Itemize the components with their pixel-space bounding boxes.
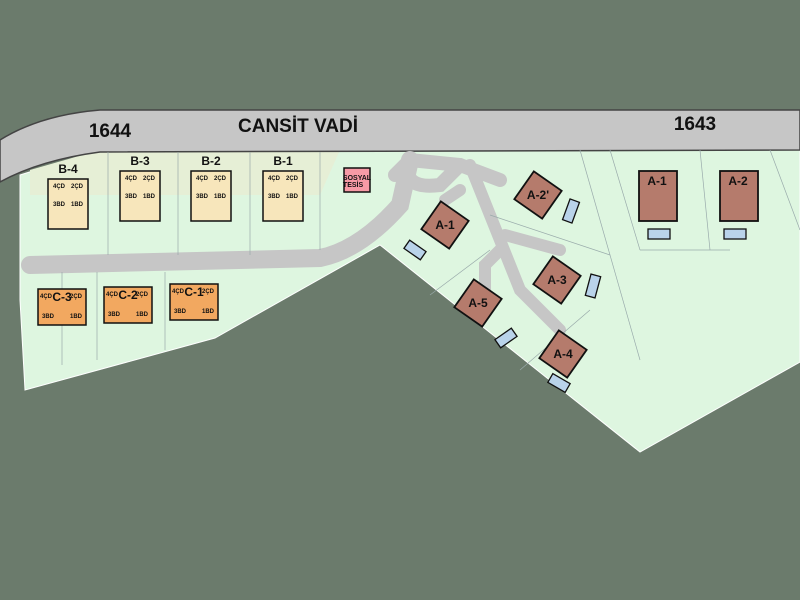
road-name-label: CANSİT VADİ	[238, 116, 358, 137]
unit-label: 3BD	[107, 312, 121, 318]
social-facility	[343, 167, 371, 193]
unit-label: 4ÇD	[52, 184, 66, 190]
b-block-building	[119, 170, 161, 222]
unit-label: 1BD	[285, 194, 299, 200]
pools	[403, 198, 747, 394]
unit-label: 4ÇD	[195, 176, 209, 182]
unit-label: 1BD	[142, 194, 156, 200]
b-block-building	[190, 170, 232, 222]
unit-label: 2ÇD	[69, 294, 83, 300]
unit-label: 2ÇD	[70, 184, 84, 190]
c-block-label: C-1	[184, 285, 204, 299]
villa-building	[638, 170, 678, 222]
parcel-1644-label: 1644	[88, 121, 132, 142]
villa-building	[532, 255, 582, 305]
unit-label: 1BD	[69, 314, 83, 320]
c-block-label: C-3	[52, 290, 72, 304]
c-block-building	[103, 286, 153, 324]
villa-building	[513, 170, 563, 220]
unit-label: 1BD	[135, 312, 149, 318]
unit-label: 4ÇD	[267, 176, 281, 182]
unit-label: 3BD	[173, 309, 187, 315]
b-block-building	[47, 178, 89, 230]
unit-label: 3BD	[124, 194, 138, 200]
villa-building	[719, 170, 759, 222]
unit-label: 3BD	[41, 314, 55, 320]
villa-building	[420, 200, 470, 250]
internal-roads	[21, 151, 566, 336]
main-road	[0, 109, 800, 183]
villa-label: A-1	[435, 218, 455, 232]
b-block-label: B-3	[130, 154, 150, 168]
unit-label: 3BD	[195, 194, 209, 200]
unit-label: 2ÇD	[285, 176, 299, 182]
unit-label: 1BD	[213, 194, 227, 200]
villa-label: A-2	[728, 174, 748, 188]
unit-label: 3BD	[52, 202, 66, 208]
villa-label: A-4	[553, 347, 573, 361]
b-block-label: B-1	[273, 154, 293, 168]
c-block-building	[37, 288, 87, 326]
c-block-building	[169, 283, 219, 321]
unit-label: 3BD	[267, 194, 281, 200]
unit-label: 1BD	[201, 309, 215, 315]
villa-label: A-5	[468, 296, 488, 310]
c-block-label: C-2	[118, 288, 138, 302]
b-block-building	[262, 170, 304, 222]
villa-label: A-1	[647, 174, 667, 188]
parcel-1643-label: 1643	[673, 114, 717, 135]
unit-label: 1BD	[70, 202, 84, 208]
unit-label: 4ÇD	[39, 294, 53, 300]
villa-building	[453, 278, 503, 328]
unit-label: 4ÇD	[105, 292, 119, 298]
unit-label: 2ÇD	[142, 176, 156, 182]
villa-label: A-3	[547, 273, 567, 287]
unit-label: 2ÇD	[213, 176, 227, 182]
unit-label: 4ÇD	[171, 289, 185, 295]
unit-label: 4ÇD	[124, 176, 138, 182]
b-block-label: B-2	[201, 154, 221, 168]
unit-label: 2ÇD	[201, 289, 215, 295]
villa-building	[538, 329, 588, 379]
b-block-label: B-4	[58, 162, 78, 176]
villa-label: A-2'	[526, 188, 550, 202]
lot-lines	[61, 149, 800, 371]
unit-label: 2ÇD	[135, 292, 149, 298]
